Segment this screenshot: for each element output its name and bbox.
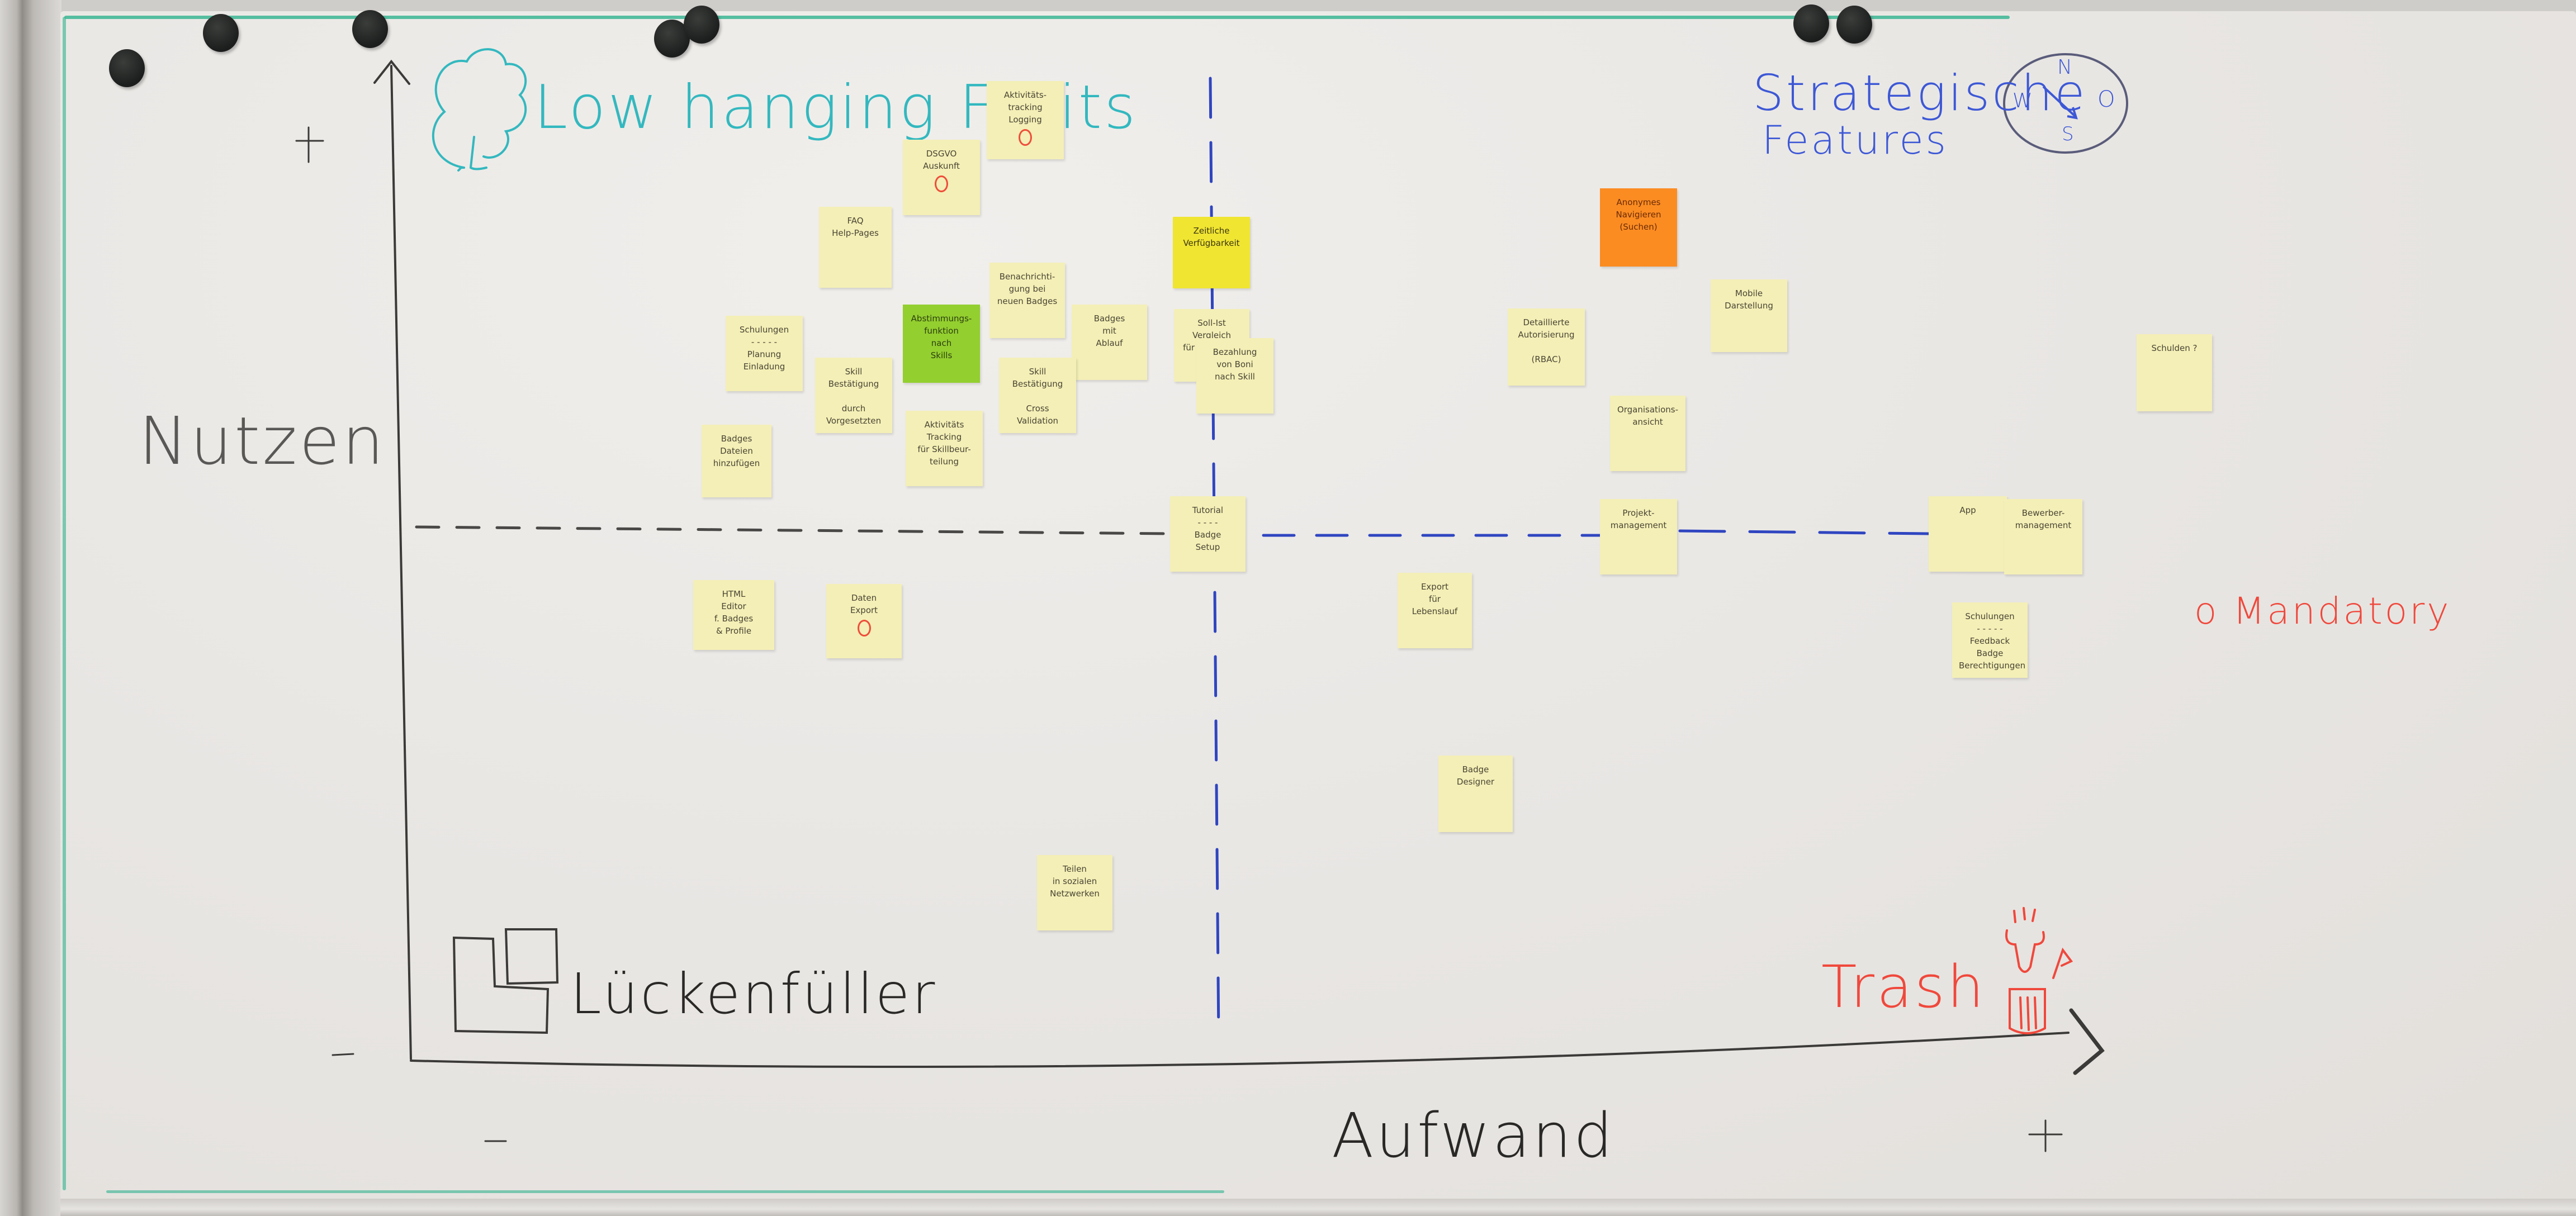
sticky-note-export-lebenslauf[interactable]: Export für Lebenslauf bbox=[1398, 573, 1472, 648]
sticky-note-text: Zeitliche Verfügbarkeit bbox=[1183, 226, 1240, 248]
sticky-note-skill-bestaetigung-vorgesetzte[interactable]: Skill Bestätigung durch Vorgesetzten bbox=[815, 358, 892, 433]
gap-filler-icon bbox=[452, 928, 559, 1034]
magnet-icon[interactable] bbox=[684, 6, 719, 44]
sticky-note-text: App bbox=[1959, 505, 1976, 515]
magnet-icon[interactable] bbox=[1836, 6, 1872, 44]
compass-o: O bbox=[2097, 87, 2118, 112]
sticky-note-teilen-netzwerke[interactable]: Teilen in sozialen Netzwerken bbox=[1037, 855, 1112, 930]
sticky-note-text: Badges Dateien hinzufügen bbox=[713, 434, 760, 468]
sticky-note-detaillierte-autorisierung[interactable]: Detaillierte Autorisierung (RBAC) bbox=[1508, 308, 1585, 386]
tree-icon bbox=[432, 48, 527, 172]
sticky-note-text: Schulungen - - - - - Planung Einladung bbox=[739, 325, 789, 372]
magnet-icon[interactable] bbox=[109, 49, 145, 87]
sticky-note-text: Skill Bestätigung Cross Validation bbox=[1012, 367, 1063, 426]
y-axis bbox=[373, 59, 412, 1060]
sticky-note-badges-mit-ablauf[interactable]: Badges mit Ablauf bbox=[1072, 305, 1147, 380]
sticky-note-text: Bezahlung von Boni nach Skill bbox=[1213, 347, 1257, 382]
legend-mandatory: o Mandatory bbox=[2194, 590, 2451, 633]
compass-s: S bbox=[2062, 123, 2076, 145]
sticky-note-text: Projekt- management bbox=[1610, 508, 1667, 530]
quadrant-trash: Trash bbox=[1821, 953, 1986, 1021]
sticky-note-mobile-darstellung[interactable]: Mobile Darstellung bbox=[1711, 279, 1787, 352]
sticky-note-bezahlung-boni[interactable]: Bezahlung von Boni nach Skill bbox=[1196, 338, 1273, 414]
x-axis-label: Aufwand bbox=[1332, 1100, 1615, 1171]
sticky-note-text: DSGVO Auskunft bbox=[923, 149, 960, 171]
sticky-note-aktivitaetstracking-logging[interactable]: Aktivitäts- tracking Logging bbox=[987, 81, 1064, 159]
sticky-note-app[interactable]: App bbox=[1929, 496, 2007, 572]
sticky-note-abstimmungsfunktion-skills[interactable]: Abstimmungs- funktion nach Skills bbox=[903, 305, 980, 383]
sticky-note-text: Tutorial - - - - Badge Setup bbox=[1192, 505, 1224, 552]
magnet-icon[interactable] bbox=[352, 10, 388, 48]
sticky-note-text: Abstimmungs- funktion nach Skills bbox=[911, 314, 972, 360]
sticky-note-zeitliche-verfuegbarkeit[interactable]: Zeitliche Verfügbarkeit bbox=[1173, 217, 1250, 288]
axis-ticks bbox=[295, 126, 2063, 1152]
sticky-note-organisationsansicht[interactable]: Organisations- ansicht bbox=[1610, 396, 1685, 471]
sticky-note-text: FAQ Help-Pages bbox=[832, 216, 879, 238]
sticky-note-text: HTML Editor f. Badges & Profile bbox=[714, 589, 754, 636]
mandatory-circle-icon bbox=[857, 620, 871, 636]
sticky-note-text: Export für Lebenslauf bbox=[1412, 582, 1458, 616]
magnet-icon[interactable] bbox=[1793, 4, 1829, 42]
magnet-icon[interactable] bbox=[203, 14, 239, 52]
trash-can-icon bbox=[2005, 907, 2073, 1034]
x-axis bbox=[410, 1008, 2105, 1075]
sticky-note-dsgvo-auskunft[interactable]: DSGVO Auskunft bbox=[903, 140, 980, 215]
quadrant-lueckenfueller: Lückenfüller bbox=[570, 961, 937, 1027]
green-border-left bbox=[63, 17, 66, 1190]
sticky-note-html-editor[interactable]: HTML Editor f. Badges & Profile bbox=[693, 580, 774, 650]
sticky-note-text: Daten Export bbox=[850, 593, 878, 615]
quadrant-strategic-features-line2: Features bbox=[1762, 117, 1948, 163]
sticky-note-benachrichtigung-badges[interactable]: Benachrichti- gung bei neuen Badges bbox=[989, 263, 1065, 338]
sticky-note-bewerbermanagement[interactable]: Bewerber- management bbox=[2004, 499, 2082, 574]
sticky-note-schulungen-feedback[interactable]: Schulungen - - - - - Feedback Badge Bere… bbox=[1952, 602, 2028, 678]
sticky-note-faq-help-pages[interactable]: FAQ Help-Pages bbox=[819, 207, 892, 288]
sticky-note-text: Schulden ? bbox=[2151, 343, 2198, 353]
sticky-note-text: Schulungen - - - - - Feedback Badge Bere… bbox=[1959, 611, 2026, 671]
sticky-note-text: Bewerber- management bbox=[2015, 508, 2072, 530]
horizontal-divider bbox=[415, 525, 1930, 537]
whiteboard bbox=[60, 11, 2576, 1204]
sticky-note-text: Benachrichti- gung bei neuen Badges bbox=[997, 272, 1058, 306]
sticky-note-text: Aktivitäts Tracking für Skillbeur- teilu… bbox=[917, 420, 971, 467]
sticky-note-daten-export[interactable]: Daten Export bbox=[826, 584, 902, 658]
sticky-note-text: Teilen in sozialen Netzwerken bbox=[1050, 864, 1100, 899]
sticky-note-text: Anonymes Navigieren (Suchen) bbox=[1616, 197, 1661, 232]
sticky-note-text: Badges mit Ablauf bbox=[1093, 314, 1125, 348]
sticky-note-text: Aktivitäts- tracking Logging bbox=[1003, 90, 1047, 125]
sticky-note-anonymes-navigieren[interactable]: Anonymes Navigieren (Suchen) bbox=[1600, 188, 1677, 267]
sticky-note-aktivitaetstracking-skillbeurteilung[interactable]: Aktivitäts Tracking für Skillbeur- teilu… bbox=[906, 411, 983, 486]
mandatory-circle-icon bbox=[935, 175, 948, 192]
sticky-note-projektmanagement[interactable]: Projekt- management bbox=[1600, 499, 1677, 574]
quadrant-strategic-features-line1: Strategische bbox=[1753, 64, 2087, 122]
green-border-bottom bbox=[106, 1190, 1224, 1193]
sticky-note-text: Skill Bestätigung durch Vorgesetzten bbox=[826, 367, 882, 426]
green-border-top bbox=[64, 16, 2010, 19]
compass-n: N bbox=[2057, 56, 2075, 79]
sticky-note-schulungen-planung[interactable]: Schulungen - - - - - Planung Einladung bbox=[726, 316, 803, 391]
y-axis-label: Nutzen bbox=[139, 402, 386, 479]
sticky-note-schulden[interactable]: Schulden ? bbox=[2137, 334, 2212, 411]
sticky-note-text: Detaillierte Autorisierung (RBAC) bbox=[1518, 317, 1575, 364]
sticky-note-skill-bestaetigung-cross[interactable]: Skill Bestätigung Cross Validation bbox=[999, 358, 1076, 433]
sticky-note-text: Badge Designer bbox=[1456, 764, 1495, 787]
mandatory-circle-icon bbox=[1019, 129, 1032, 146]
sticky-note-text: Mobile Darstellung bbox=[1725, 288, 1773, 311]
marker-tray bbox=[60, 1199, 2576, 1216]
compass-icon bbox=[2003, 53, 2128, 154]
sticky-note-badge-designer[interactable]: Badge Designer bbox=[1438, 756, 1513, 832]
whiteboard-frame bbox=[0, 0, 61, 1216]
sticky-note-badges-dateien-hinzufuegen[interactable]: Badges Dateien hinzufügen bbox=[702, 425, 771, 497]
sticky-note-text: Organisations- ansicht bbox=[1617, 405, 1679, 427]
compass-w: W bbox=[2012, 89, 2035, 112]
sticky-note-tutorial-badge-setup[interactable]: Tutorial - - - - Badge Setup bbox=[1170, 496, 1246, 572]
